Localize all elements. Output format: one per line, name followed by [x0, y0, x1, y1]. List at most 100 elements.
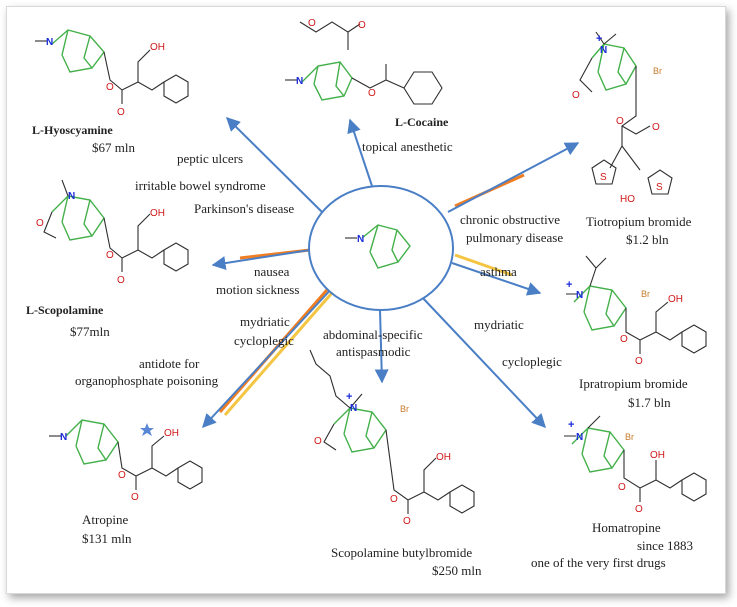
scopolamine-epoxide-o: O	[36, 218, 44, 229]
arrow-atropine	[202, 284, 336, 429]
homatropine-charge: +	[568, 419, 574, 431]
label-peptic-ulcers: peptic ulcers	[177, 151, 243, 166]
label-asthma: asthma	[480, 264, 517, 279]
atropine-highlight-yellow	[223, 285, 340, 416]
label-nausea: nausea	[254, 264, 290, 279]
tiotropium-s2: S	[656, 182, 663, 193]
homatropine-name: Homatropine	[592, 520, 661, 535]
cocaine-methoxy-o: O	[308, 18, 316, 29]
label-copd-line2: pulmonary disease	[466, 230, 563, 245]
atropine-carbonyl-o: O	[131, 492, 139, 503]
hyoscyamine-sales: $67 mln	[92, 140, 135, 155]
label-antidote-line2: organophosphate poisoning	[75, 373, 219, 388]
central-tropane: N	[308, 185, 454, 311]
arrow-scopolamine	[211, 249, 311, 270]
homatropine-n: N	[576, 432, 583, 443]
hyoscyamine-ester-o: O	[106, 82, 114, 93]
hyoscyamine-oh: OH	[150, 42, 165, 53]
label-motion-sickness: motion sickness	[216, 282, 299, 297]
cocaine-structure: O O N O	[285, 18, 443, 105]
homatropine-carbonyl-o: O	[635, 504, 643, 515]
homatropine-br: Br	[625, 432, 634, 442]
label-topical-anesthetic: topical anesthetic	[362, 139, 453, 154]
homatropine-oh: OH	[650, 450, 665, 461]
label-cycloplegic-left: cycloplegic	[234, 333, 294, 348]
arrow-ipratropium	[451, 262, 542, 296]
label-abdominal-line1: abdominal-specific	[323, 327, 423, 342]
cocaine-carbonyl-o: O	[358, 20, 366, 31]
butylbromide-name: Scopolamine butylbromide	[331, 545, 472, 560]
homatropine-since: since 1883	[637, 538, 693, 553]
tiotropium-br: Br	[653, 66, 662, 76]
tiotropium-epoxide-o: O	[572, 90, 580, 101]
arrow-scopolamine-butylbromide	[374, 309, 389, 384]
center-ellipse	[308, 185, 454, 311]
label-abdominal-line2: antispasmodic	[336, 344, 411, 359]
homatropine-ester-o: O	[618, 482, 626, 493]
tiotropium-s1: S	[600, 172, 607, 183]
ipratropium-n: N	[576, 290, 583, 301]
use-labels: peptic ulcers irritable bowel syndrome P…	[75, 139, 563, 388]
arrows	[202, 117, 580, 429]
star-icon	[140, 423, 154, 436]
ipratropium-sales: $1.7 bln	[628, 395, 671, 410]
label-cycloplegic-right: cycloplegic	[502, 354, 562, 369]
cocaine-n: N	[296, 76, 303, 87]
butylbromide-n: N	[350, 403, 357, 414]
scopolamine-name: L-Scopolamine	[26, 303, 104, 317]
label-copd-line1: chronic obstructive	[460, 212, 560, 227]
butylbromide-charge: +	[346, 391, 352, 403]
butylbromide-sales: $250 mln	[432, 563, 482, 578]
ipratropium-structure: + N Br O O OH	[566, 255, 707, 367]
label-parkinsons: Parkinson's disease	[194, 201, 294, 216]
scopolamine-sales: $77mln	[70, 324, 110, 339]
arrow-homatropine	[419, 294, 546, 429]
tiotropium-carbonyl-o: O	[652, 122, 660, 133]
tiotropium-n: N	[600, 45, 607, 56]
arrow-cocaine	[347, 118, 373, 187]
label-antidote-line1: antidote for	[139, 356, 200, 371]
scopolamine-butylbromide-structure: + N Br O O O OH	[309, 349, 475, 527]
cocaine-name: L-Cocaine	[395, 115, 449, 129]
ipratropium-carbonyl-o: O	[635, 356, 643, 367]
asthma-highlight	[454, 253, 513, 277]
center-nitrogen: N	[357, 234, 364, 245]
hyoscyamine-structure: N O O OH	[35, 29, 189, 118]
arrow-tiotropium	[447, 142, 580, 213]
scopolamine-n: N	[68, 191, 75, 202]
tiotropium-ester-o: O	[616, 116, 624, 127]
tiotropium-ho: HO	[620, 194, 635, 205]
tiotropium-structure: + N O Br O O HO S S	[572, 31, 673, 205]
atropine-ester-o: O	[118, 470, 126, 481]
scopolamine-ester-o: O	[106, 250, 114, 261]
tiotropium-name: Tiotropium bromide	[586, 214, 692, 229]
ipratropium-name: Ipratropium bromide	[579, 376, 688, 391]
hyoscyamine-n: N	[46, 37, 53, 48]
label-mydriatic-right: mydriatic	[474, 317, 524, 332]
label-ibs: irritable bowel syndrome	[135, 178, 266, 193]
homatropine-structure: + N Br O O OH	[564, 415, 707, 515]
atropine-oh: OH	[164, 428, 179, 439]
ipratropium-ester-o: O	[620, 334, 628, 345]
ipratropium-oh: OH	[668, 294, 683, 305]
tiotropium-sales: $1.2 bln	[626, 232, 669, 247]
butylbromide-ester-o: O	[390, 494, 398, 505]
cocaine-ester-o: O	[368, 88, 376, 99]
tiotropium-charge: +	[596, 33, 602, 45]
atropine-name: Atropine	[82, 512, 128, 527]
butylbromide-epoxide-o: O	[314, 436, 322, 447]
scopolamine-structure: N O O O OH	[36, 179, 189, 286]
scopolamine-carbonyl-o: O	[117, 275, 125, 286]
ipratropium-br: Br	[641, 289, 650, 299]
scopolamine-oh: OH	[150, 208, 165, 219]
arrow-hyoscyamine	[226, 117, 323, 213]
atropine-structure: N O O OH	[49, 419, 203, 503]
ipratropium-charge: +	[566, 279, 572, 291]
atropine-n: N	[60, 432, 67, 443]
hyoscyamine-name: L-Hyoscyamine	[32, 123, 113, 137]
butylbromide-br: Br	[400, 404, 409, 414]
hyoscyamine-carbonyl-o: O	[117, 107, 125, 118]
atropine-sales: $131 mln	[82, 531, 132, 546]
butylbromide-oh: OH	[436, 452, 451, 463]
